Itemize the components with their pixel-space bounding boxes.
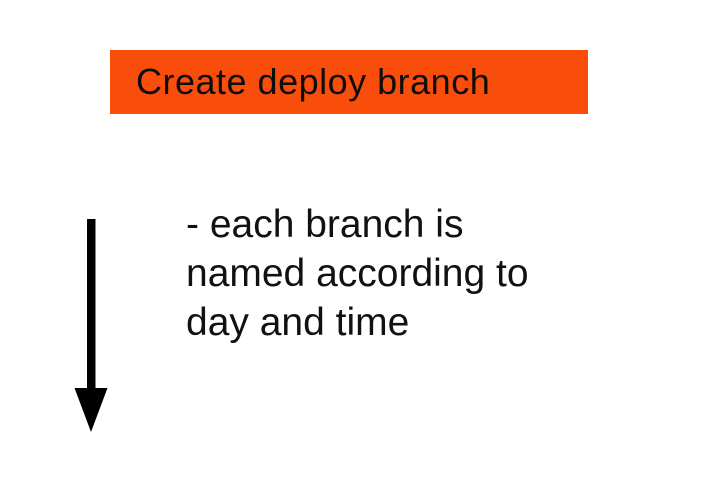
note-line-1: - each branch is bbox=[186, 203, 464, 246]
note-line-3: day and time bbox=[186, 301, 410, 344]
step-box-create-deploy-branch: Create deploy branch bbox=[110, 50, 588, 114]
note-line-2: named according to bbox=[186, 252, 529, 295]
note-text: - each branch is named according to day … bbox=[186, 200, 529, 347]
down-arrow-icon bbox=[74, 219, 108, 432]
step-box-label: Create deploy branch bbox=[136, 61, 491, 102]
